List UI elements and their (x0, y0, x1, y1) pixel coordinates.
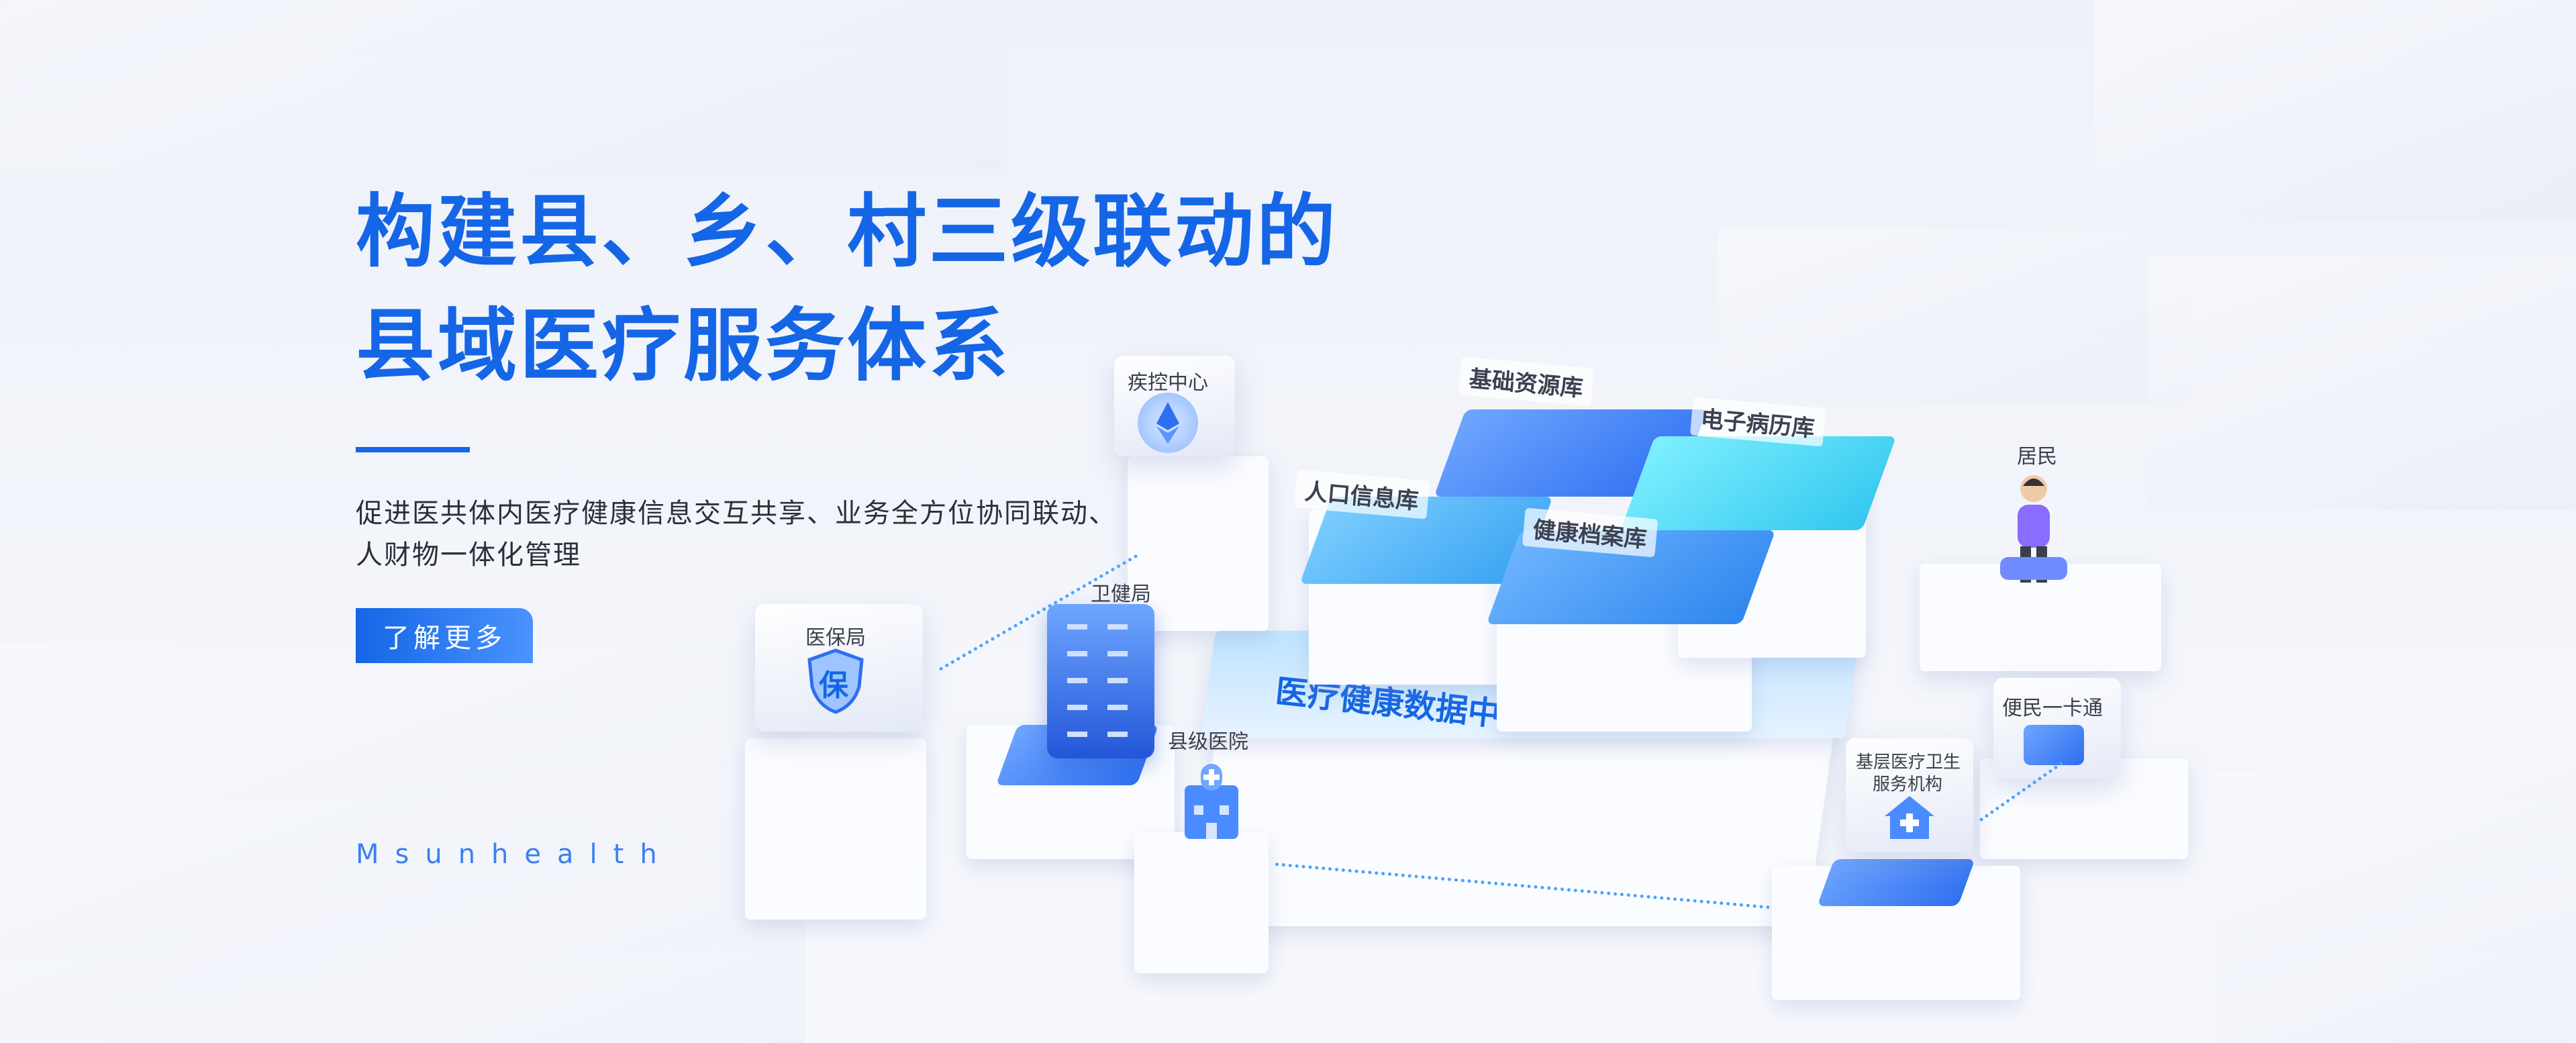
description-line2: 人财物一体化管理 (356, 540, 581, 570)
tile-emr (1620, 436, 1897, 530)
bg-block (0, 0, 1007, 175)
brand-text: Msunhealth (356, 839, 673, 870)
learn-more-button[interactable]: 了解更多 (356, 608, 533, 663)
bg-block (1718, 228, 2188, 403)
id-card-icon (2024, 725, 2084, 765)
node-grassroots-label-line1: 基层医疗卫生 (1856, 752, 1961, 773)
title-divider (356, 447, 470, 452)
label-basic-resources: 基础资源库 (1458, 356, 1595, 407)
node-card-label: 便民一卡通 (2002, 697, 2103, 720)
node-insurance-base (745, 738, 926, 920)
node-county-hospital-base (1134, 832, 1269, 973)
bg-block (0, 644, 805, 1043)
node-cdc-label: 疾控中心 (1128, 371, 1208, 395)
person-icon (1993, 470, 2074, 591)
grassroots-platform (1817, 859, 1975, 906)
eth-icon (1138, 393, 1198, 453)
hero-title-line1: 构建县、乡、村三级联动的 (356, 185, 1339, 278)
bg-block (2215, 772, 2576, 1043)
medical-house-icon (1879, 792, 1940, 842)
shield-icon (805, 648, 866, 715)
node-county-hospital-label: 县级医院 (1168, 730, 1248, 754)
node-insurance-label: 医保局 (805, 626, 866, 650)
node-health-bureau-label: 卫健局 (1091, 583, 1151, 606)
bg-block (2148, 255, 2576, 510)
hero-section: 构建县、乡、村三级联动的 县域医疗服务体系 促进医共体内医疗健康信息交互共享、业… (356, 175, 1430, 663)
node-grassroots-label-line2: 服务机构 (1873, 775, 1943, 795)
building-icon (1047, 604, 1154, 758)
hero-title-line2: 县域医疗服务体系 (356, 299, 1011, 392)
hospital-icon (1171, 758, 1252, 846)
description-line1: 促进医共体内医疗健康信息交互共享、业务全方位协同联动、 (356, 498, 1117, 529)
node-cdc-base (1128, 456, 1269, 631)
hero-title: 构建县、乡、村三级联动的 县域医疗服务体系 (356, 175, 1430, 403)
bg-block (2094, 0, 2576, 221)
hero-description: 促进医共体内医疗健康信息交互共享、业务全方位协同联动、 人财物一体化管理 (356, 493, 1228, 576)
shield-glyph: 保 (819, 668, 848, 703)
node-residents-label: 居民 (2017, 445, 2057, 468)
